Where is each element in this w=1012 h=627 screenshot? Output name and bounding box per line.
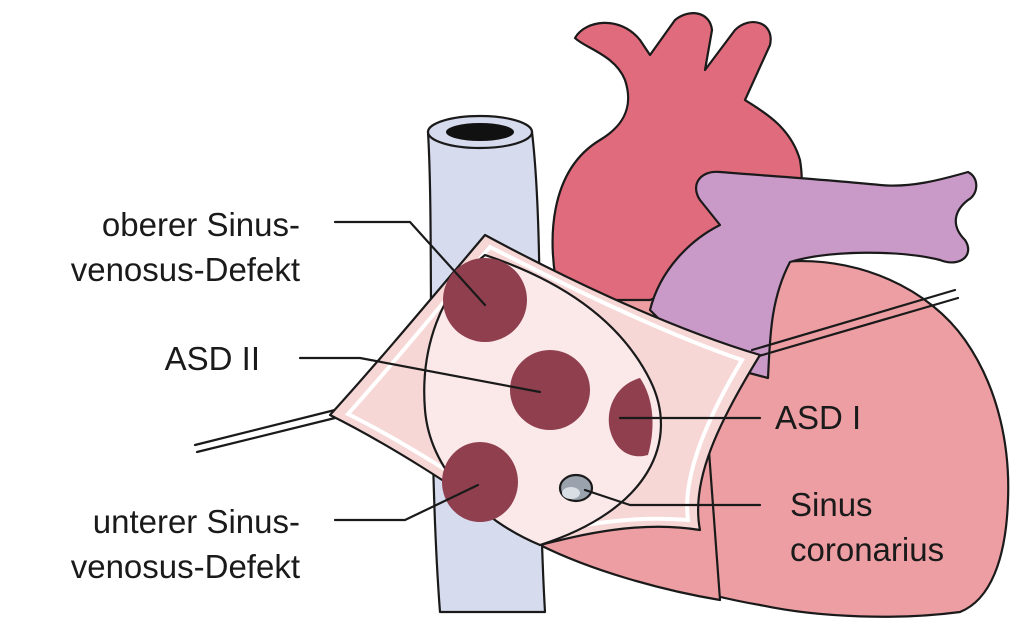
label-sinus-coronarius-line2: coronarius: [790, 531, 944, 568]
label-sinus-coronarius-line1: Sinus: [790, 486, 873, 523]
superior-sinus-venosus-defect: [443, 258, 527, 342]
label-inferior-defect-line2: venosus-Defekt: [71, 548, 300, 585]
vena-cava-lumen: [446, 123, 514, 141]
label-asd-i: ASD I: [775, 399, 861, 436]
label-superior-defect-line1: oberer Sinus-: [102, 206, 300, 243]
label-superior-defect-line2: venosus-Defekt: [71, 251, 300, 288]
asd-ii-defect: [510, 350, 590, 430]
label-asd-ii: ASD II: [165, 340, 260, 377]
suture-line-left: [195, 410, 335, 445]
label-inferior-defect-line1: unterer Sinus-: [93, 503, 300, 540]
suture-line-left-2: [197, 418, 335, 452]
coronary-sinus-highlight: [562, 487, 580, 499]
inferior-sinus-venosus-defect: [442, 442, 518, 522]
